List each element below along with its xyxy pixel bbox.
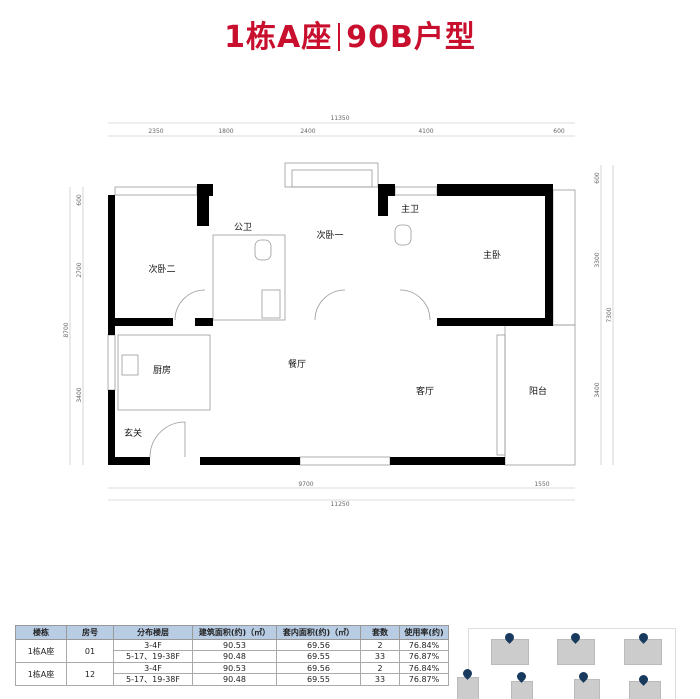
dim-top: 2400 [300, 128, 315, 135]
building-block [457, 677, 479, 699]
col-units: 套数 [360, 625, 400, 640]
cell-gross: 90.48 [192, 650, 277, 663]
dim-left: 2700 [76, 262, 83, 277]
cell-ratio: 76.87% [399, 673, 449, 686]
col-net-area: 套内面积(约)（㎡） [276, 625, 361, 640]
unit-type: 90B户型 [346, 20, 476, 55]
room-label-balcony: 阳台 [529, 385, 547, 397]
cell-net: 69.56 [276, 662, 361, 674]
cell-net: 69.55 [276, 673, 361, 686]
building-key-map [457, 628, 676, 699]
cell-floors: 5-17、19-38F [113, 650, 193, 663]
col-room: 房号 [66, 625, 114, 640]
dim-bottom-total: 11250 [330, 501, 349, 508]
cell-room: 12 [66, 662, 114, 686]
room-label-public-bath: 公卫 [234, 222, 252, 233]
room-label-master-bath: 主卫 [401, 203, 419, 215]
area-table: 楼栋 房号 分布楼层 建筑面积(约)（㎡） 套内面积(约)（㎡） 套数 使用率(… [15, 625, 449, 686]
dim-left: 600 [76, 194, 83, 206]
col-ratio: 使用率(约) [399, 625, 449, 640]
cell-gross: 90.53 [192, 662, 277, 674]
dim-top: 1800 [218, 128, 233, 135]
dim-left: 3400 [76, 387, 83, 402]
cell-net: 69.56 [276, 639, 361, 651]
dim-bottom: 9700 [298, 481, 313, 488]
dim-right: 3400 [594, 382, 601, 397]
cell-gross: 90.48 [192, 673, 277, 686]
dimension-lines [69, 122, 614, 501]
cell-floors: 5-17、19-38F [113, 673, 193, 686]
room-label-bedroom2: 次卧二 [148, 263, 175, 275]
cell-net: 69.55 [276, 650, 361, 663]
cell-ratio: 76.84% [399, 639, 449, 651]
room-label-bedroom1: 次卧一 [316, 229, 343, 241]
cell-units: 33 [360, 650, 400, 663]
dim-top: 4100 [418, 128, 433, 135]
room-label-living: 客厅 [416, 385, 434, 397]
room-label-master-bedroom: 主卧 [483, 249, 501, 261]
cell-units: 2 [360, 662, 400, 674]
cell-ratio: 76.84% [399, 662, 449, 674]
building-name: 1栋A座 [224, 20, 333, 55]
dim-top: 600 [553, 128, 565, 135]
dim-top-total: 11350 [330, 115, 349, 122]
dim-right: 3300 [594, 252, 601, 267]
col-building: 楼栋 [15, 625, 67, 640]
table-header-row: 楼栋 房号 分布楼层 建筑面积(约)（㎡） 套内面积(约)（㎡） 套数 使用率(… [15, 625, 449, 640]
table-row: 1栋A座 01 3-4F 90.53 69.56 2 76.84% [15, 639, 449, 663]
dim-right-total: 7300 [606, 307, 613, 322]
cell-ratio: 76.87% [399, 650, 449, 663]
cell-gross: 90.53 [192, 639, 277, 651]
cell-units: 2 [360, 639, 400, 651]
dim-left-total: 8700 [63, 322, 70, 337]
page-title: 1栋A座 90B户型 [0, 12, 700, 56]
cell-building: 1栋A座 [15, 662, 67, 686]
dim-bottom: 1550 [534, 481, 549, 488]
floor-plan: 11350 2350 1800 2400 4100 600 9700 1550 … [63, 115, 614, 508]
cell-floors: 3-4F [113, 662, 193, 674]
windows-and-thin-walls [107, 162, 576, 466]
cell-floors: 3-4F [113, 639, 193, 651]
walls [108, 184, 553, 465]
room-label-dining: 餐厅 [288, 358, 306, 370]
col-floors: 分布楼层 [113, 625, 193, 640]
col-gross-area: 建筑面积(约)（㎡） [192, 625, 277, 640]
table-row: 5-17、19-38F 90.48 69.55 33 76.87% [16, 673, 449, 686]
cell-room: 01 [66, 639, 114, 663]
dim-right: 600 [594, 172, 601, 184]
building-block [511, 681, 533, 699]
table-row: 1栋A座 12 3-4F 90.53 69.56 2 76.84% [15, 662, 449, 686]
title-separator [338, 23, 341, 51]
cell-units: 33 [360, 673, 400, 686]
building-block [574, 679, 600, 699]
dim-top: 2350 [148, 128, 163, 135]
cell-building: 1栋A座 [15, 639, 67, 663]
room-label-kitchen: 厨房 [153, 364, 171, 376]
room-label-entry: 玄关 [124, 427, 142, 439]
